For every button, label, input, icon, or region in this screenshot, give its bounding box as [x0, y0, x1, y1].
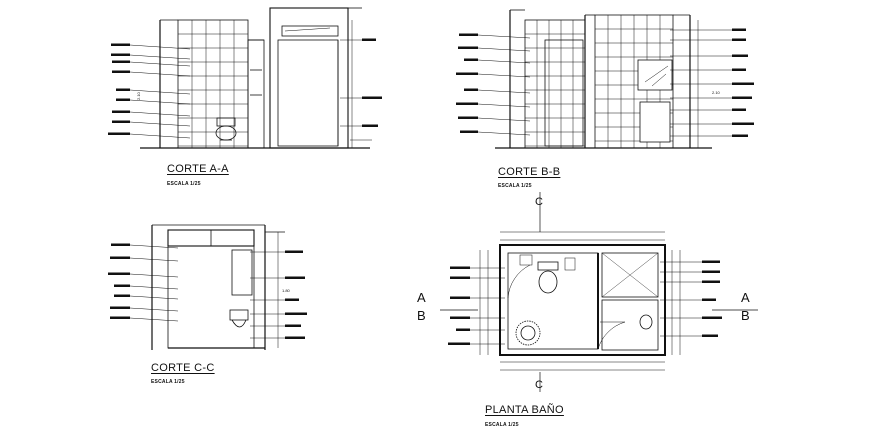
section-mark-c-top: C	[535, 196, 543, 208]
section-c-leaders-right	[250, 250, 307, 339]
dim-a-height: 2.10	[136, 91, 141, 100]
floor-plan-leaders	[448, 260, 722, 345]
section-a-a	[108, 7, 382, 149]
section-mark-b-left: B	[417, 308, 426, 323]
dim-c-height: 1.80	[282, 288, 291, 293]
dim-b-height: 2.10	[712, 90, 721, 95]
title-corte-c-c: CORTE C-C	[151, 362, 215, 374]
section-mark-a-left: A	[417, 290, 426, 305]
lavatory-plan	[515, 320, 541, 346]
section-c-leaders-left	[108, 243, 179, 322]
scale-corte-c-c: ESCALA 1/25	[151, 379, 185, 385]
section-a-leaders-left	[108, 43, 191, 139]
section-b-tile-grid-left	[525, 20, 585, 148]
floor-plan	[440, 192, 758, 392]
title-corte-a-a: CORTE A-A	[167, 163, 229, 175]
section-b-leaders-right	[670, 28, 754, 137]
section-a-tile-grid	[178, 20, 248, 148]
section-mark-b-right: B	[741, 308, 750, 323]
scale-planta-bano: ESCALA 1/25	[485, 422, 519, 428]
title-planta-bano: PLANTA BAÑO	[485, 404, 564, 416]
section-b-b	[456, 9, 754, 149]
section-c-c	[108, 224, 307, 350]
section-mark-a-right: A	[741, 290, 750, 305]
section-mark-c-bottom: C	[535, 379, 543, 391]
title-corte-b-b: CORTE B-B	[498, 166, 561, 178]
section-b-leaders-left	[456, 33, 531, 136]
section-a-wall	[177, 19, 249, 149]
scale-corte-b-b: ESCALA 1/25	[498, 183, 532, 189]
scale-corte-a-a: ESCALA 1/25	[167, 181, 201, 187]
toilet-elevation	[215, 117, 237, 141]
toilet-plan	[537, 261, 559, 294]
shower-area	[601, 252, 659, 298]
section-a-leaders-right	[340, 38, 382, 127]
